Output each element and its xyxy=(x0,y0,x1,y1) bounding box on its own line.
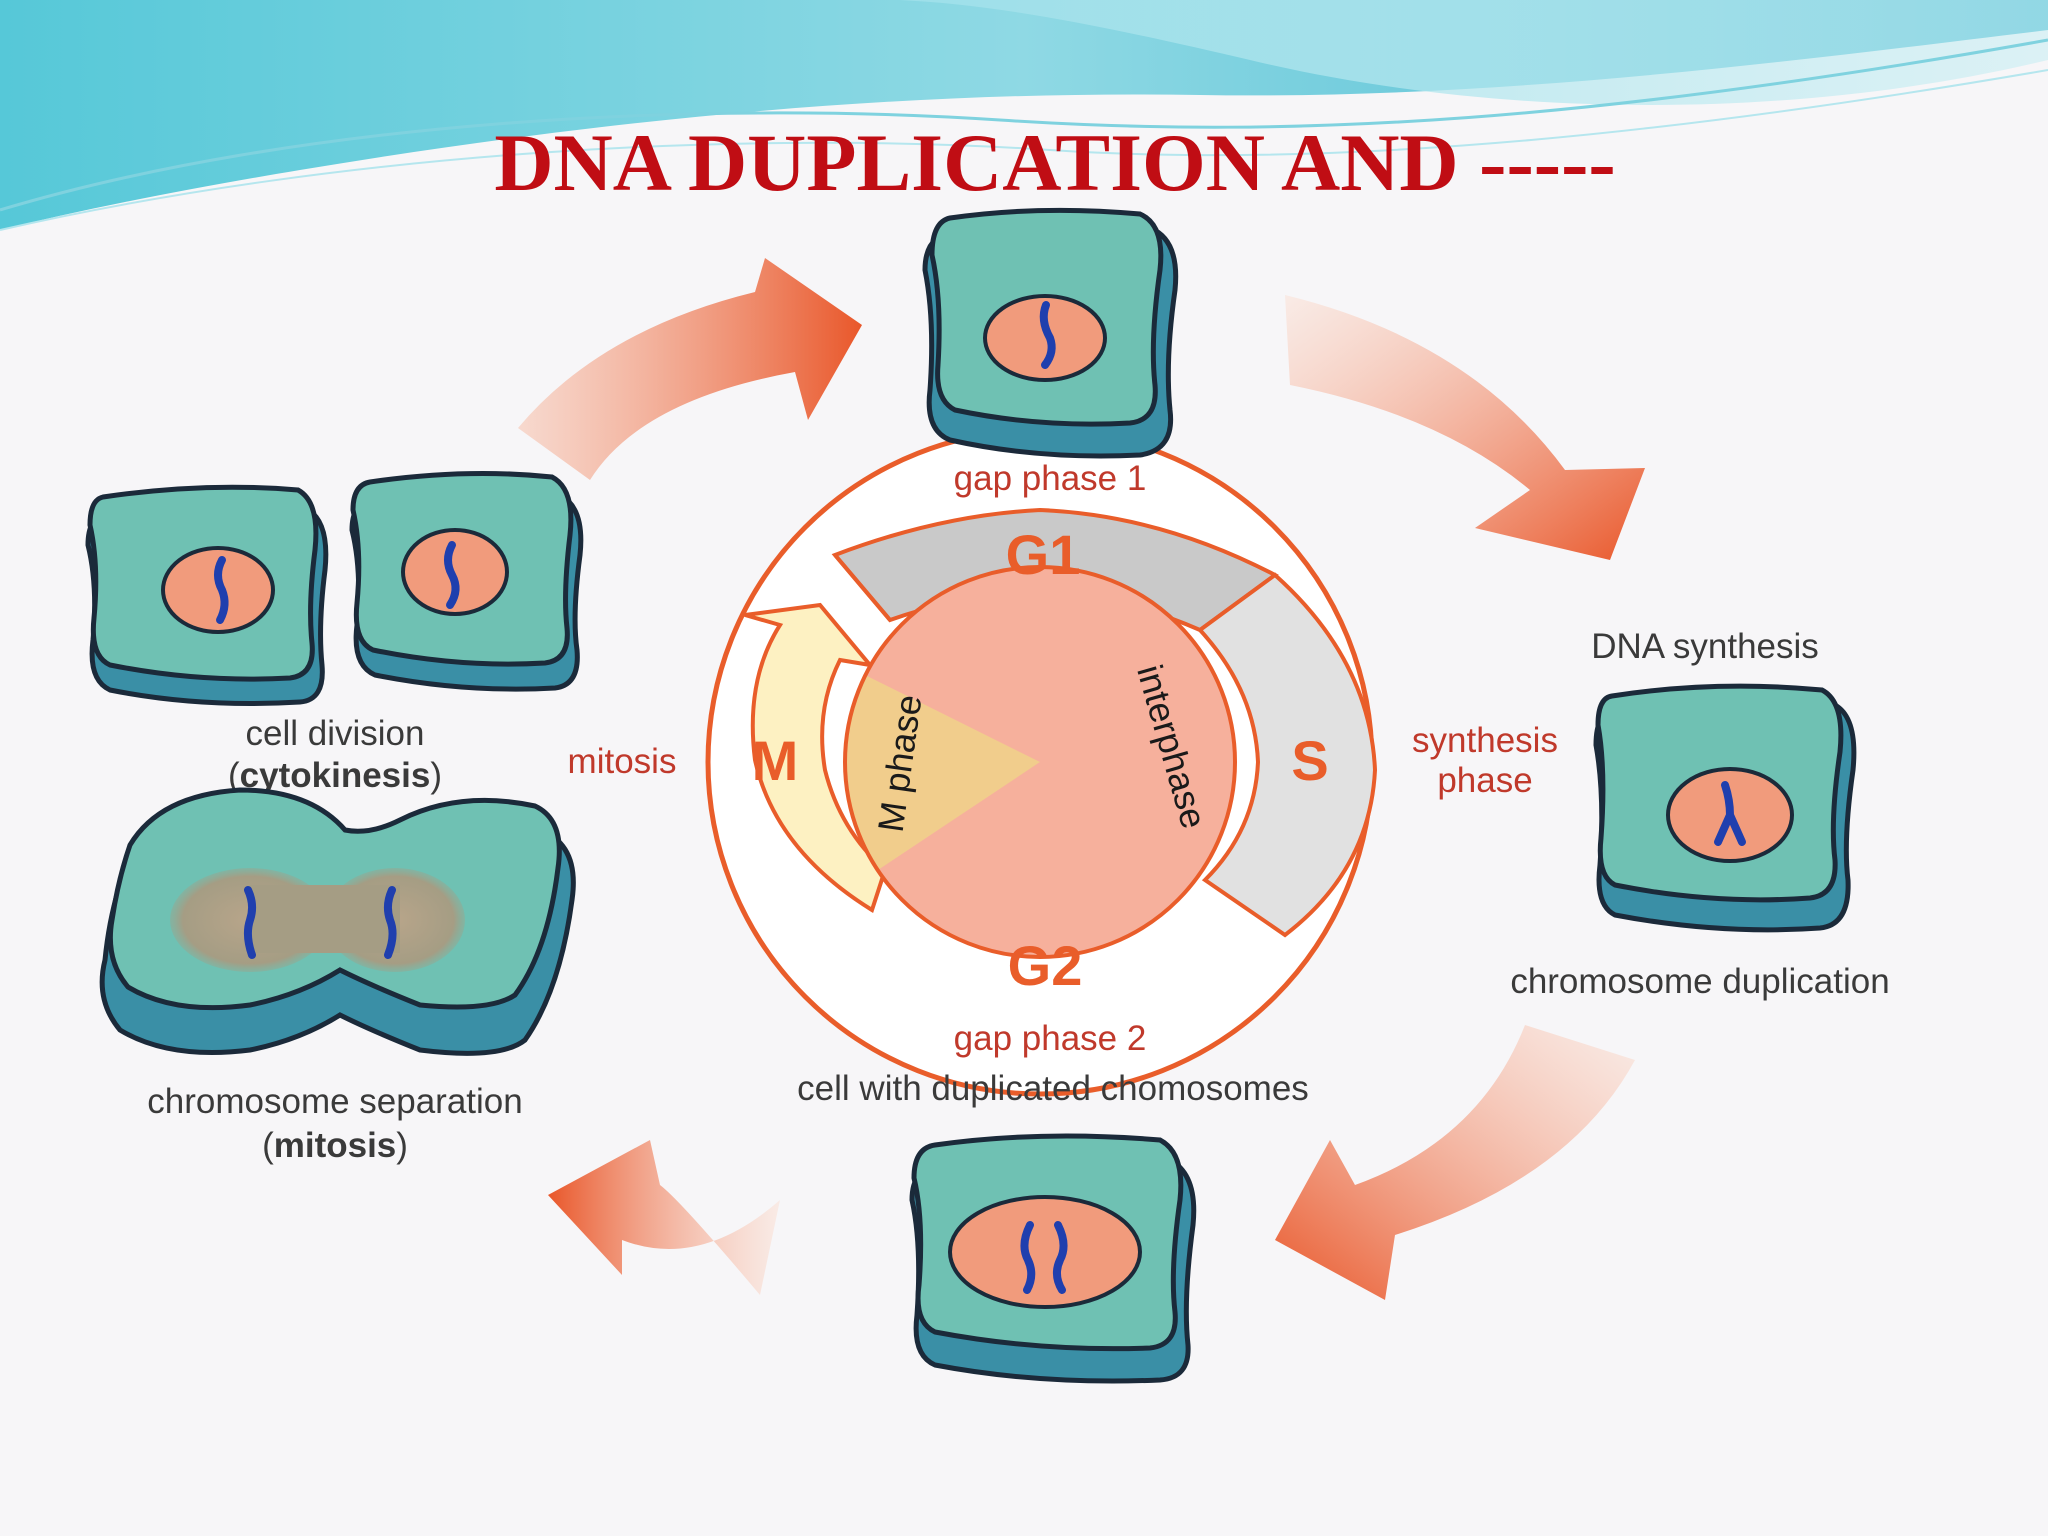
cell-g1 xyxy=(922,207,1179,459)
g1-caption: gap phase 1 xyxy=(954,459,1147,498)
nucleus xyxy=(948,1195,1142,1309)
separation-bold: mitosis xyxy=(274,1126,397,1165)
s-segment xyxy=(1197,572,1378,938)
cycle-arrows xyxy=(518,258,1645,1300)
nucleus xyxy=(401,528,509,616)
duplicated-cell-caption: cell with duplicated chomosomes xyxy=(797,1069,1309,1108)
separation-subcaption: (mitosis) xyxy=(262,1126,408,1165)
s-letter: S xyxy=(1291,729,1328,792)
cell-cycle-wheel: G1 S G2 M M phase interphase xyxy=(705,427,1378,1097)
g1-letter: G1 xyxy=(1006,523,1081,586)
division-subcaption: (cytokinesis) xyxy=(228,756,442,795)
cell-separation xyxy=(99,787,576,1056)
nucleus xyxy=(983,294,1107,382)
cell-synthesis xyxy=(1593,683,1857,933)
header-wave-decoration xyxy=(0,0,2048,231)
arrow-division-to-g1 xyxy=(518,258,862,480)
arrow-g1-to-synthesis xyxy=(1285,295,1645,560)
s-caption-line1: synthesis xyxy=(1412,721,1558,760)
separation-caption: chromosome separation xyxy=(147,1082,522,1121)
cell-division xyxy=(85,471,584,706)
cell-duplicated xyxy=(909,1133,1197,1384)
m-segment xyxy=(744,602,888,914)
g2-letter: G2 xyxy=(1008,934,1083,997)
arrow-synthesis-to-g2 xyxy=(1275,1025,1635,1300)
m-letter: M xyxy=(752,729,799,792)
chromosome-duplication-caption: chromosome duplication xyxy=(1510,962,1889,1001)
g2-caption: gap phase 2 xyxy=(954,1019,1147,1058)
m-caption: mitosis xyxy=(568,742,677,781)
division-bold: cytokinesis xyxy=(240,756,431,795)
m-phase-wedge xyxy=(846,676,1040,870)
slide-title: DNA DUPLICATION AND ----- xyxy=(494,117,1615,208)
division-caption: cell division xyxy=(246,714,425,753)
dna-synthesis-caption: DNA synthesis xyxy=(1591,627,1819,666)
arrow-g2-to-separation xyxy=(548,1140,780,1295)
s-caption-line2: phase xyxy=(1437,761,1532,800)
